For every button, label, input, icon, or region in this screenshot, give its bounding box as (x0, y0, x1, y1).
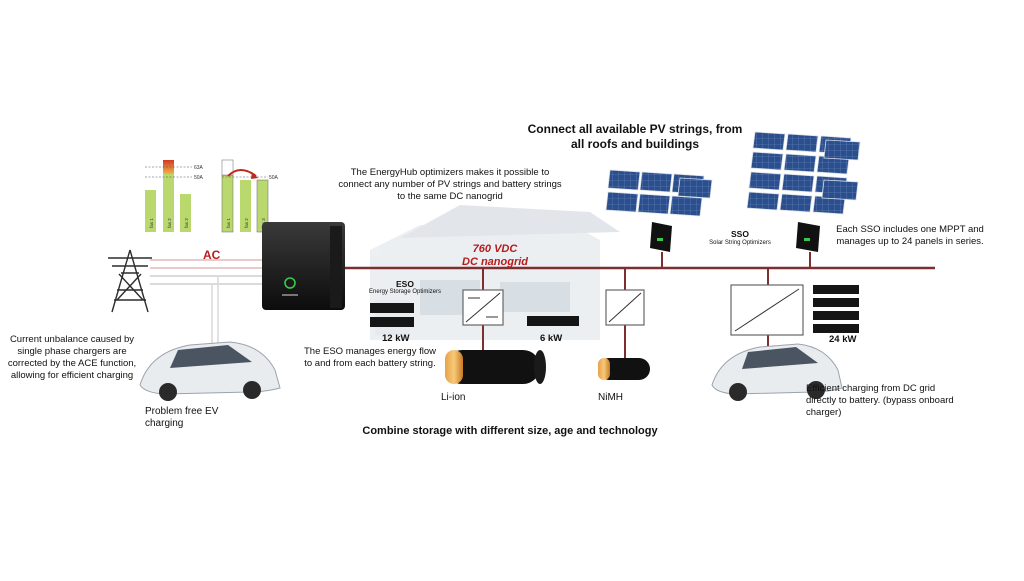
battery-cell-icon (445, 350, 546, 384)
optimizer-icon (650, 222, 672, 252)
house-icon (370, 205, 620, 340)
storage-module-24kw (813, 285, 859, 333)
phase-label: fas 3 (184, 218, 189, 228)
sso-note: Each SSO includes one MPPT and manages u… (836, 224, 984, 247)
solar-panel-icon (746, 131, 861, 215)
battery-label-nimh: NiMH (598, 392, 623, 403)
footer-caption: Combine storage with different size, age… (362, 425, 658, 437)
phase-label: fas 1 (226, 218, 231, 228)
storage-power-24kw: 24 kW (829, 334, 857, 345)
eso-converter-icon (730, 284, 804, 336)
eso-note: The ESO manages energy flow to and from … (303, 346, 436, 369)
dc-bus-name: DC nanogrid (462, 256, 528, 268)
solar-panel-icon (605, 169, 713, 217)
car-icon (139, 341, 281, 401)
phase-chart-1: 63A 50A fas 1 fas 2 fas 3 (145, 160, 204, 232)
eso-title: ESO (396, 279, 414, 289)
ace-note: Current unbalance caused by single phase… (7, 334, 137, 381)
storage-power-12kw: 12 kW (382, 333, 410, 344)
sso-title: SSO (731, 229, 749, 239)
phase-chart-2: 50A fas 1 fas 2 fas 3 (221, 159, 279, 233)
eso-converter-icon (462, 289, 504, 326)
power-pylon-icon (108, 249, 152, 313)
ev-left-label: Problem free EV charging (145, 406, 219, 429)
bus-drops (482, 252, 811, 358)
inverter-icon (262, 222, 345, 310)
phase-level-50: 50A (269, 175, 279, 181)
phase-label: fas 1 (149, 218, 154, 228)
phase-label: fas 3 (261, 218, 266, 228)
ac-label: AC (203, 248, 221, 262)
phase-level-50: 50A (194, 175, 204, 181)
sso-subtitle: Solar String Optimizers (709, 240, 771, 246)
ev-right-label: Efficient charging from DC grid directly… (806, 383, 954, 418)
pv-headline: Connect all available PV strings, from a… (527, 122, 743, 151)
storage-module-6kw (527, 316, 579, 326)
battery-label-liion: Li-ion (441, 392, 466, 403)
energyhub-note: The EnergyHub optimizers makes it possib… (338, 167, 562, 202)
phase-label: fas 2 (167, 218, 172, 228)
phase-label: fas 2 (244, 218, 249, 228)
dc-bus-voltage: 760 VDC (472, 243, 518, 255)
battery-cell-icon (598, 358, 650, 380)
ac-lines (150, 259, 262, 345)
eso-converter-icon (605, 289, 645, 326)
eso-subtitle: Energy Storage Optimizers (368, 289, 442, 295)
storage-power-6kw: 6 kW (540, 333, 563, 344)
storage-module-12kw (370, 303, 414, 327)
optimizer-icon (796, 222, 820, 252)
phase-level-63: 63A (194, 165, 204, 171)
car-icon (711, 343, 843, 401)
